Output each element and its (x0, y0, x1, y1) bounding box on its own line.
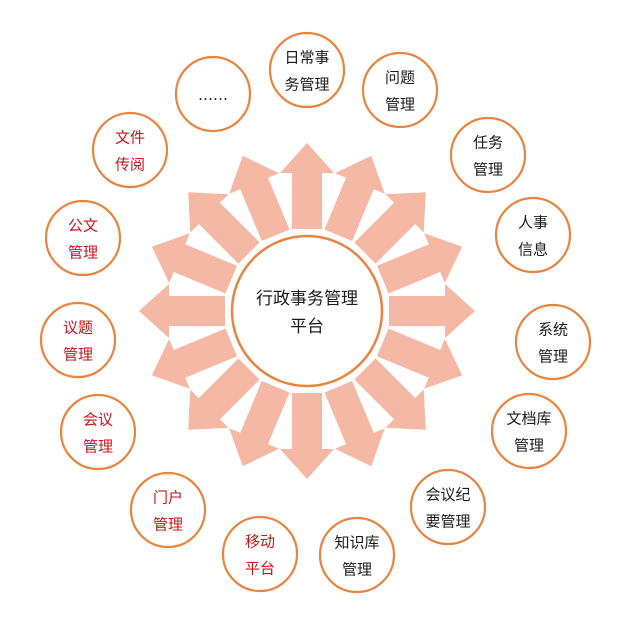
node-circle (129, 471, 207, 549)
node-label-line-2: 管理 (538, 348, 568, 366)
node-label-line-1: 会议纪 (425, 486, 470, 504)
node-circle (91, 111, 169, 189)
node-label-line-1: 任务 (473, 134, 503, 152)
outward-arrow (280, 143, 334, 229)
node-label-line-2: 平台 (245, 560, 275, 578)
node-label-line-1: 知识库 (334, 534, 379, 552)
outward-arrow (354, 358, 426, 430)
node-label-line-2: 管理 (385, 96, 415, 114)
node-label-line-2: 管理 (514, 437, 544, 455)
node-label-line-1: 会议 (83, 411, 113, 429)
node-label-line-1: 文件 (115, 129, 145, 147)
outward-arrow (389, 284, 475, 338)
center-title-line-2: 平台 (290, 317, 324, 337)
center-circle (230, 234, 384, 388)
node-circle (174, 55, 252, 133)
node-label-line-1: 日常事 (284, 49, 329, 67)
node-label-line-2: 传阅 (115, 156, 145, 174)
node-label-line-1: 公文 (68, 217, 98, 235)
node-label-line-2: 要管理 (425, 513, 470, 531)
node-circle (361, 51, 439, 129)
outward-arrow (324, 381, 385, 467)
outward-arrow (377, 328, 463, 389)
outward-arrow (151, 328, 237, 389)
outward-arrow (229, 381, 290, 467)
node-circle (221, 515, 299, 593)
node-circle (318, 516, 396, 594)
node-label-line-2: 管理 (68, 244, 98, 262)
node-label-line-2: 管理 (342, 561, 372, 579)
outward-arrow (280, 393, 334, 479)
node-label-line-2: 管理 (83, 438, 113, 456)
node-label-line-2: 信息 (518, 241, 548, 259)
outward-arrow (151, 233, 237, 294)
node-label-line-1: 移动 (245, 533, 275, 551)
node-label-line-2: 务管理 (284, 76, 329, 94)
node-label-line-1: 人事 (518, 214, 548, 232)
node-label-line-2: 管理 (63, 346, 93, 364)
node-more: …… (174, 55, 252, 133)
outward-arrow (324, 155, 385, 241)
node-circle (449, 116, 527, 194)
node-circle (39, 301, 117, 379)
node-label-line-2: 管理 (473, 161, 503, 179)
node-label-line-1: 文档库 (506, 410, 551, 428)
center-title-line-1: 行政事务管理 (256, 289, 358, 309)
node-circle (514, 303, 592, 381)
node-circle (494, 196, 572, 274)
node-label-line-1: 系统 (538, 321, 568, 339)
outward-arrow (229, 155, 290, 241)
node-label-line-1: 问题 (385, 69, 415, 87)
node-label-line-1: 议题 (63, 319, 93, 337)
node-circle (59, 393, 137, 471)
node-label-line-2: 管理 (153, 516, 183, 534)
outward-arrow (188, 358, 260, 430)
center-node: 行政事务管理 平台 (230, 234, 384, 388)
arrow-ring (139, 143, 475, 479)
outward-arrow (354, 192, 426, 264)
node-circle (44, 199, 122, 277)
outward-arrow (139, 284, 225, 338)
node-label-line-1: 门户 (153, 489, 183, 507)
outward-arrow (377, 233, 463, 294)
node-circle (490, 392, 568, 470)
outward-arrow (188, 192, 260, 264)
node-circle (409, 468, 487, 546)
node-label-line-1: …… (198, 86, 228, 104)
module-ring: 日常事务管理问题管理任务管理人事信息系统管理文档库管理会议纪要管理知识库管理移动… (39, 31, 592, 594)
node-circle (268, 31, 346, 109)
